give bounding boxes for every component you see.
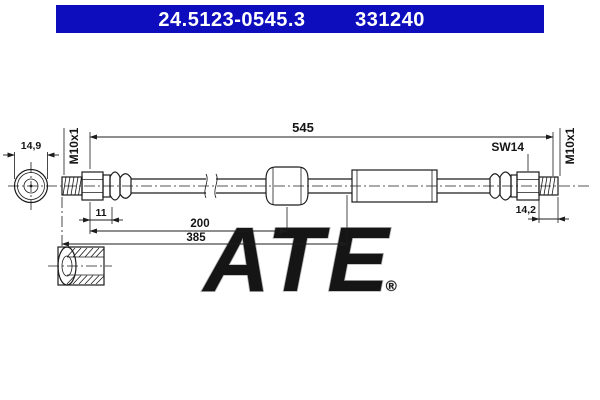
dim-149-label: 14,9 xyxy=(21,140,42,152)
section-end-ellipse xyxy=(57,246,77,286)
watermark-text: ATE xyxy=(201,209,392,311)
dim-11-label: 11 xyxy=(95,207,106,219)
right-fitting xyxy=(489,171,559,201)
section-view xyxy=(57,246,105,286)
section-hatch-top xyxy=(66,247,105,258)
right-thread-stud xyxy=(538,176,559,196)
grommet-detail-lines xyxy=(272,167,302,205)
right-thread-label: M10x1 xyxy=(563,127,577,164)
end-view-outer-circle xyxy=(13,168,49,204)
section-hatch-bottom xyxy=(66,275,105,285)
mounting-grommet xyxy=(265,166,309,206)
end-view-flange-circle xyxy=(17,172,45,200)
dim-200-label: 200 xyxy=(190,218,209,230)
end-view-bore-circle xyxy=(23,178,39,194)
dim-385-label: 385 xyxy=(186,232,206,244)
left-fitting xyxy=(61,171,132,201)
protective-sleeve xyxy=(351,169,438,203)
hose-break-symbol xyxy=(204,173,218,199)
watermark-registered-mark: ® xyxy=(385,278,397,295)
ate-watermark: ATE ® xyxy=(201,208,398,312)
grommet-body xyxy=(265,166,309,206)
header-bar: 24.5123-0545.3 331240 xyxy=(56,5,544,33)
dim-142-label: 14,2 xyxy=(516,204,537,216)
hose-segment-middle xyxy=(308,178,352,194)
wrench-size-label: SW14 xyxy=(491,140,524,154)
left-thread-hatch xyxy=(62,176,82,196)
left-thread-label: M10x1 xyxy=(67,127,81,164)
sleeve-edge-lines xyxy=(356,170,433,202)
left-crimp-ridge-2 xyxy=(119,173,132,199)
hose-segment-right xyxy=(437,178,490,194)
sleeve-body xyxy=(351,169,438,203)
section-bore-ellipse xyxy=(61,255,73,277)
left-end-view xyxy=(13,168,49,204)
extension-lines xyxy=(14,128,561,247)
dimensions: 545 14,9 M10x1 M10x1 SW14 11 200 385 14,… xyxy=(3,120,577,247)
right-hex-facets xyxy=(517,179,539,193)
end-view-center-dot xyxy=(29,184,33,188)
right-thread-hatch xyxy=(539,176,556,196)
hose-tube xyxy=(131,173,490,199)
hose-segment-left xyxy=(131,178,266,194)
part-number: 24.5123-0545.3 xyxy=(158,9,305,31)
header-background xyxy=(56,5,544,33)
catalog-number: 331240 xyxy=(355,9,425,31)
hose-assembly xyxy=(61,166,559,206)
dim-545-label: 545 xyxy=(292,120,314,135)
left-hex-facets xyxy=(82,179,103,193)
